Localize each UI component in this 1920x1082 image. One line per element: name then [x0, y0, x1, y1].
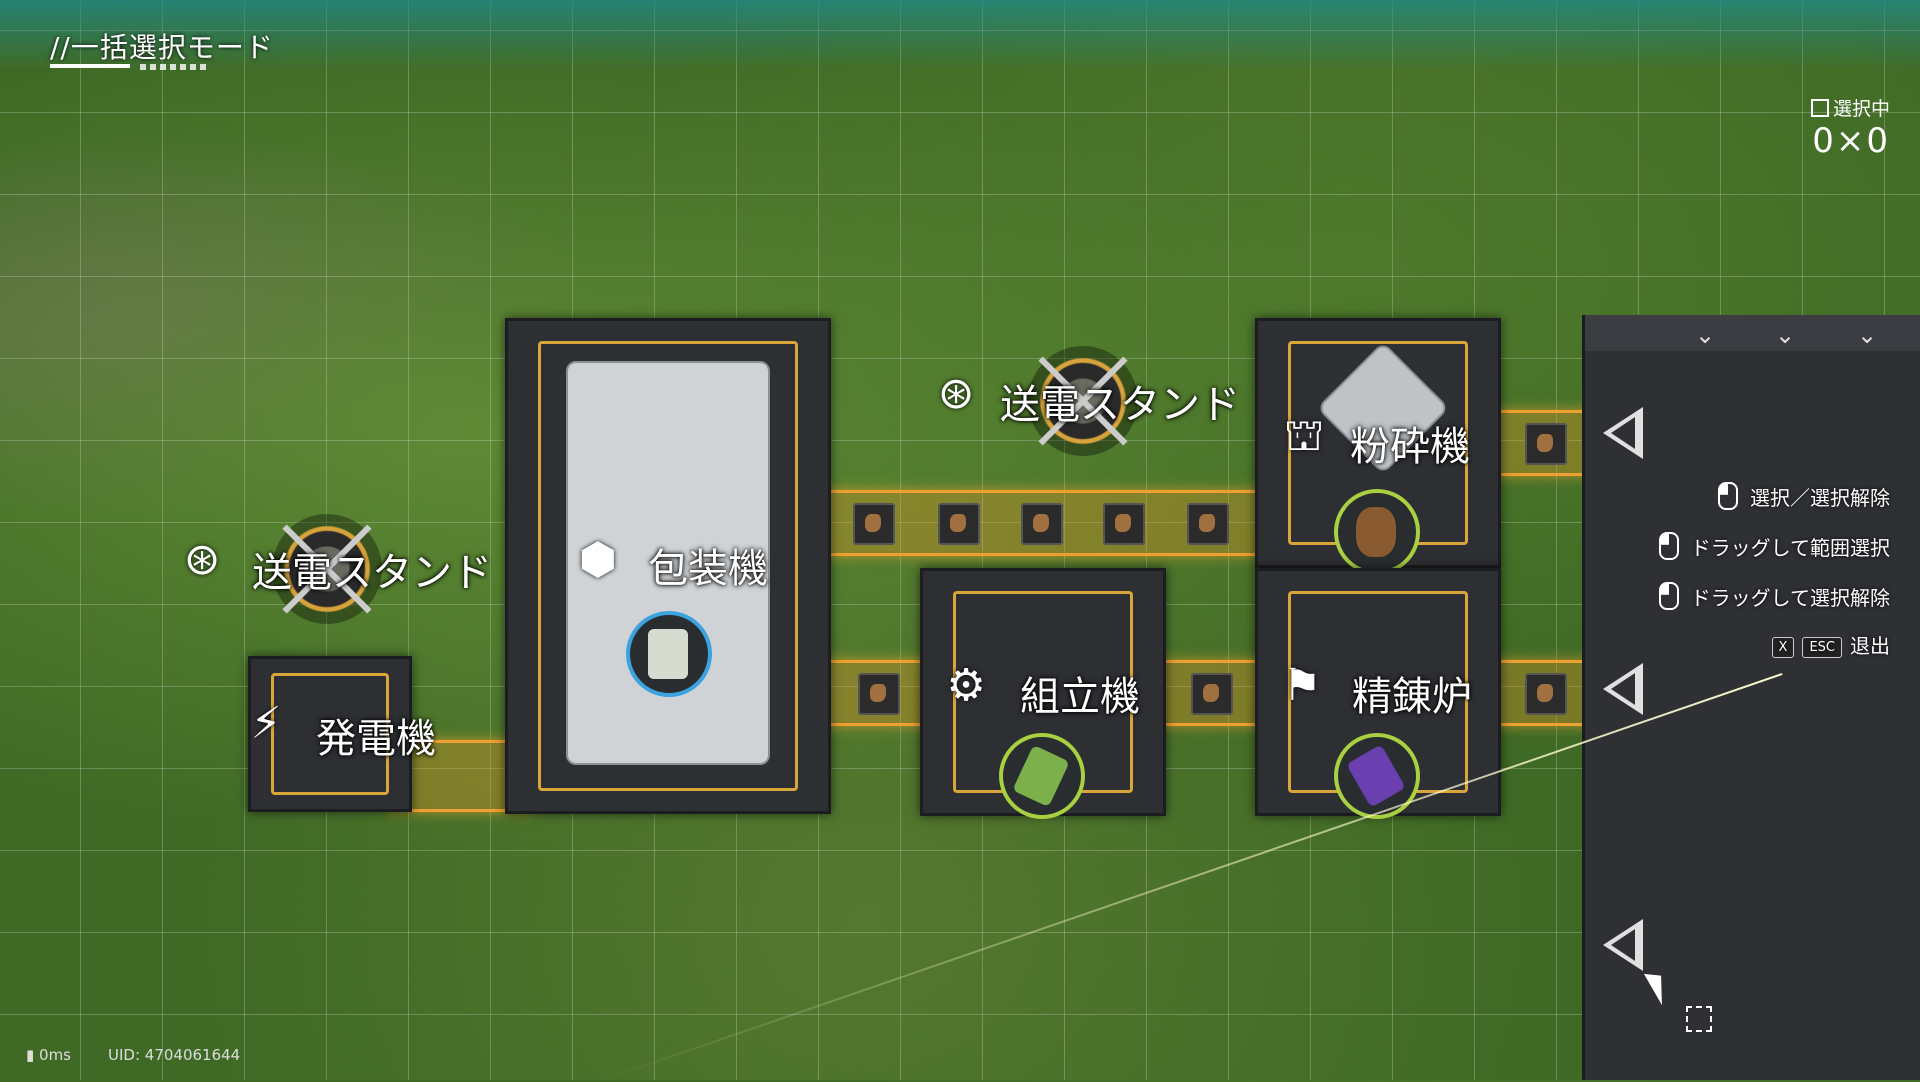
- machine-frame: [538, 341, 798, 791]
- generator-icon: ⚡: [250, 698, 282, 749]
- power-stand-top-label: 送電スタンド: [1000, 382, 1240, 428]
- hint-select: 選択／選択解除: [1718, 482, 1890, 511]
- expand-icon: [1810, 99, 1829, 117]
- input-port-icon: [1603, 663, 1643, 715]
- exit-text: 退出: [1850, 634, 1890, 658]
- refinery-machine[interactable]: [1255, 568, 1501, 819]
- power-stand-top[interactable]: [1028, 346, 1138, 456]
- side-structure[interactable]: ⌄ ⌄ ⌄: [1582, 315, 1920, 1080]
- belt-item: [1525, 673, 1567, 715]
- crusher-icon: ⛫: [1283, 410, 1325, 461]
- antenna-icon: ⊛: [937, 368, 975, 419]
- mode-indicator: [140, 64, 210, 70]
- chevron-down-icon: ⌄: [1775, 321, 1796, 349]
- hint-drag-deselect: ドラッグして選択解除: [1658, 582, 1890, 611]
- belt-item: [1525, 423, 1567, 465]
- packager-label: 包装機: [648, 546, 768, 592]
- mouse-icon: [1658, 532, 1679, 560]
- belt-item: [1187, 503, 1229, 545]
- refinery-label: 精錬炉: [1352, 674, 1472, 720]
- belt-item: [1103, 503, 1145, 545]
- packager-product: [626, 611, 712, 697]
- crystal-icon: [1346, 744, 1406, 808]
- refinery-product: [1334, 733, 1420, 819]
- ore-icon: [1356, 507, 1396, 557]
- selection-box-icon: [1686, 1006, 1712, 1032]
- machine-body: [566, 361, 770, 765]
- generator-machine[interactable]: [248, 656, 412, 812]
- assembler-machine[interactable]: [920, 568, 1166, 819]
- ping-value: 0ms: [39, 1046, 72, 1064]
- belt-item: [1021, 503, 1063, 545]
- package-icon: ⬢: [578, 534, 618, 585]
- selection-label: 選択中: [1832, 98, 1890, 120]
- crusher-product: [1334, 489, 1420, 575]
- crusher-machine[interactable]: [1255, 318, 1501, 575]
- belt-main[interactable]: [800, 490, 1286, 556]
- hint-drag-deselect-text: ドラッグして選択解除: [1690, 586, 1890, 610]
- assembler-icon: ⚙: [946, 660, 986, 711]
- uid-label: UID: 4704061644: [108, 1046, 241, 1064]
- power-stand-left-label: 送電スタンド: [252, 550, 492, 596]
- selection-counter: 選択中 0×0: [1810, 94, 1890, 161]
- structure-header: [1585, 315, 1920, 351]
- selection-value: 0×0: [1812, 121, 1890, 161]
- top-bar: [0, 0, 1920, 70]
- hint-drag-select: ドラッグして範囲選択: [1658, 532, 1890, 561]
- power-stand-left[interactable]: [272, 514, 382, 624]
- input-port-icon: [1603, 407, 1643, 459]
- mouse-icon: [1718, 482, 1738, 510]
- mode-title: //一括選択モード: [50, 31, 274, 64]
- mouse-icon: [1658, 582, 1679, 610]
- chevron-down-icon: ⌄: [1695, 321, 1716, 349]
- packager-machine[interactable]: [505, 318, 831, 814]
- antenna-icon: ⊛: [183, 534, 221, 585]
- machine-frame: [271, 673, 389, 795]
- belt-item: [853, 503, 895, 545]
- belt-item: [858, 673, 900, 715]
- key-x: X: [1771, 637, 1795, 658]
- hint-select-text: 選択／選択解除: [1750, 486, 1890, 510]
- crusher-label: 粉砕機: [1350, 424, 1470, 470]
- hint-drag-select-text: ドラッグして範囲選択: [1690, 536, 1890, 560]
- generator-label: 発電機: [316, 716, 436, 762]
- mode-underline: [50, 64, 130, 68]
- component-icon: [1012, 744, 1070, 808]
- belt-item: [1191, 673, 1233, 715]
- assembler-label: 組立機: [1020, 674, 1140, 720]
- battery-icon: [648, 629, 688, 679]
- input-port-icon: [1603, 919, 1643, 971]
- chevron-down-icon: ⌄: [1857, 321, 1878, 349]
- key-esc: ESC: [1802, 637, 1842, 658]
- assembler-product: [999, 733, 1085, 819]
- hint-exit[interactable]: X ESC 退出: [1771, 630, 1890, 659]
- refinery-icon: ⚑: [1282, 660, 1322, 711]
- ping-status: ▮ 0ms: [26, 1046, 72, 1064]
- belt-item: [938, 503, 980, 545]
